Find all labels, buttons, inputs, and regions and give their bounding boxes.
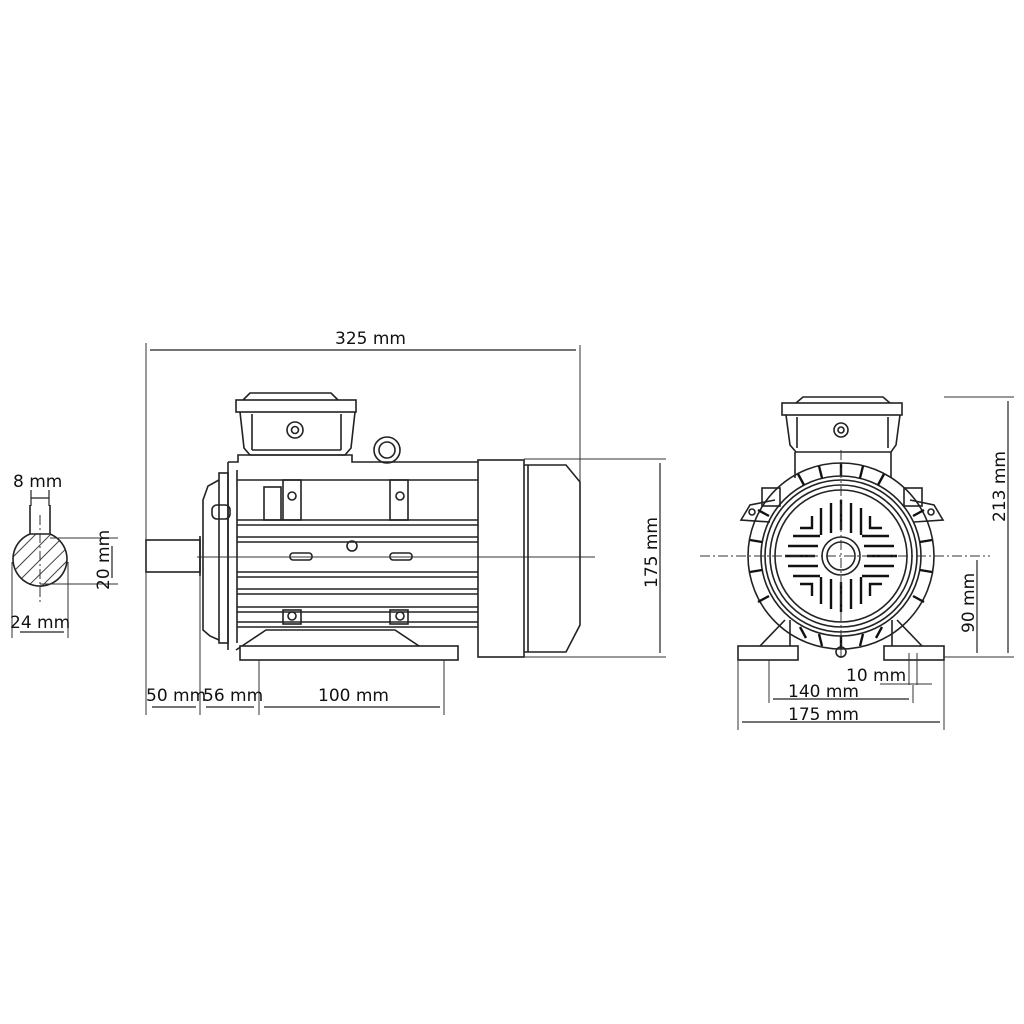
front-view: 213 mm 90 mm 10 mm 140 mm 175 mm bbox=[700, 396, 1014, 730]
shaft-center-height-label: 90 mm bbox=[959, 573, 979, 633]
foot-hole-spacing-label: 100 mm bbox=[318, 686, 389, 706]
side-view: 325 mm bbox=[145, 329, 666, 715]
fan-cover-height-label: 175 mm bbox=[642, 517, 662, 588]
foot-hole-spacing-front-label: 140 mm bbox=[788, 682, 859, 702]
shaft-cross-section: 8 mm 20 mm 24 mm bbox=[10, 472, 118, 638]
overall-height-label: 213 mm bbox=[990, 451, 1010, 522]
shaft-diameter-label: 24 mm bbox=[10, 613, 70, 633]
shaft-to-foot-label: 56 mm bbox=[203, 686, 263, 706]
key-width-label: 8 mm bbox=[13, 472, 62, 492]
key-depth-label: 20 mm bbox=[94, 530, 114, 590]
foot-hole-diameter-label: 10 mm bbox=[846, 666, 906, 686]
foot-width-label: 175 mm bbox=[788, 705, 859, 725]
shaft-length-label: 50 mm bbox=[146, 686, 206, 706]
overall-length-label: 325 mm bbox=[335, 329, 406, 349]
